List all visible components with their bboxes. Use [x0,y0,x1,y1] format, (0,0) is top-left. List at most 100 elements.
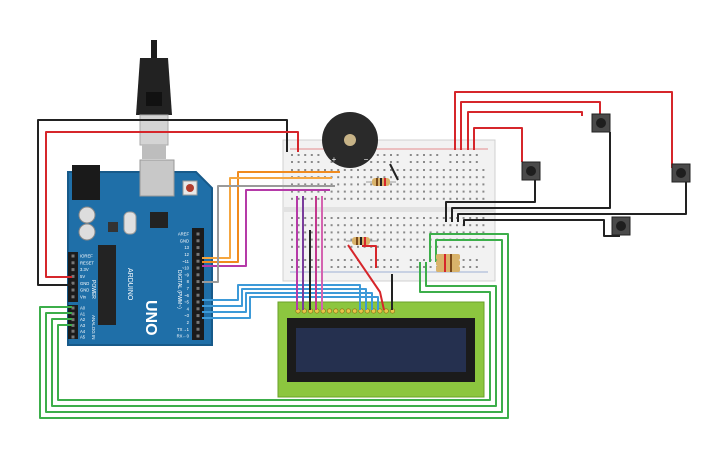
wires [37,91,687,419]
breadboard-hole [469,176,472,179]
breadboard-hole [390,176,392,179]
push-button[interactable] [521,161,541,181]
board-brand-text: UNO [142,300,159,336]
push-button[interactable] [591,113,611,133]
rail-hole [416,266,419,268]
breadboard-hole [343,238,346,241]
breadboard-hole [297,183,300,186]
resistors [346,178,460,272]
wire-blue-4 [202,296,379,319]
rail-hole [423,161,425,163]
rail-hole [429,154,432,156]
breadboard-hole [429,217,432,219]
breadboard-hole [396,190,399,193]
analog-header-label: ANALOG IN [91,315,96,340]
breadboard-hole [482,217,485,219]
breadboard-hole [423,197,425,200]
breadboard-hole [317,197,320,200]
pin-label: A2 [80,317,86,322]
piezo-buzzer: + − [322,112,378,168]
rail-hole [390,161,392,163]
rail-hole [409,259,412,261]
lcd-pin [339,308,345,314]
breadboard-hole [317,183,320,186]
header-pin [196,320,200,324]
breadboard-hole [403,176,406,179]
header-pin [71,281,75,285]
breadboard-hole [376,224,379,227]
rail-hole [449,154,452,156]
rail-hole [330,266,333,268]
power-header-label: POWER [90,280,96,299]
breadboard-hole [304,224,307,227]
breadboard-hole [337,183,340,186]
breadboard-hole [370,183,373,186]
breadboard-hole [436,183,439,186]
wire-green-a3 [57,262,491,401]
breadboard-hole [456,197,458,200]
breadboard-hole [469,245,472,248]
breadboard-hole [416,176,419,179]
breadboard-hole [350,197,353,200]
digital-header-label: DIGITAL (PWM~) [176,270,182,309]
rail-hole [376,154,379,156]
breadboard-hole [383,231,386,234]
rail-hole [396,161,399,163]
breadboard-hole [429,183,432,186]
breadboard-hole [350,224,353,227]
breadboard-hole [482,190,485,193]
breadboard-hole [324,190,326,193]
breadboard-hole [383,217,386,219]
breadboard-hole [456,169,458,171]
breadboard-hole [376,169,379,171]
push-button[interactable] [611,216,631,236]
digital-pin-dots [196,232,200,338]
breadboard-hole [442,245,445,248]
breadboard-hole [291,245,293,248]
breadboard-hole [304,238,307,241]
rail-hole [376,266,379,268]
breadboard-hole [324,197,326,200]
rail-hole [297,266,300,268]
breadboard-hole [304,217,307,219]
rail-hole [416,154,419,156]
breadboard-hole [343,176,346,179]
header-pin [196,246,200,250]
breadboard-hole [449,176,452,179]
breadboard-hole [343,197,346,200]
breadboard-hole [330,217,333,219]
breadboard-hole [403,224,406,227]
rail-hole [310,161,313,163]
wire-red-button-4 [473,127,523,162]
breadboard-hole [357,217,359,219]
breadboard-hole [436,197,439,200]
header-pin [196,252,200,256]
breadboard-hole [396,183,399,186]
breadboard-hole [409,197,412,200]
breadboard-hole [442,169,445,171]
breadboard-hole [449,245,452,248]
pin-label: 8 [187,279,190,284]
breadboard-hole [409,217,412,219]
breadboard-hole [442,197,445,200]
breadboard-hole [310,245,313,248]
pin-label: IOREF [80,254,93,259]
breadboard-hole [462,190,465,193]
breadboard-hole [350,217,353,219]
wire-red-bb [362,245,377,268]
wire-green-a0 [39,233,509,419]
breadboard-hole [482,169,485,171]
breadboard [282,139,496,282]
breadboard-hole [357,224,359,227]
pin-label: A0 [80,306,86,311]
push-button[interactable] [671,163,691,183]
header-pin [71,288,75,292]
header-pin [196,293,200,297]
header-pin [196,273,200,277]
breadboard-hole [376,217,379,219]
breadboard-hole [475,217,478,219]
breadboard-hole [416,183,419,186]
breadboard-hole [429,197,432,200]
pin-label: ~3 [184,313,189,318]
breadboard-hole [409,224,412,227]
